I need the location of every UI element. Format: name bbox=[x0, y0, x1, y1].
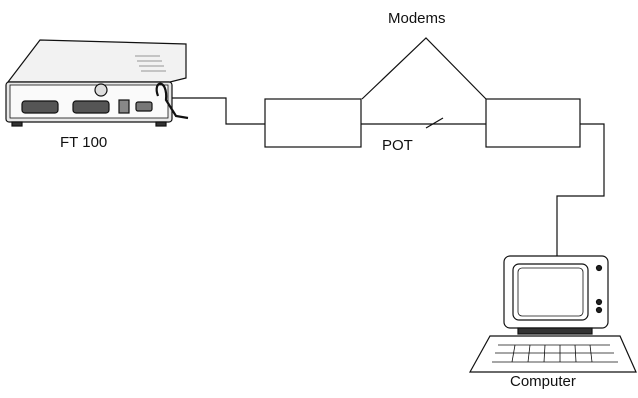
ft100-power-cable bbox=[155, 82, 189, 120]
modems-label: Modems bbox=[388, 10, 446, 27]
monitor-button-3 bbox=[595, 306, 603, 314]
monitor-inner-screen bbox=[517, 267, 584, 317]
computer-label: Computer bbox=[510, 373, 576, 390]
pot-pointer bbox=[425, 117, 444, 129]
ft100-port-right bbox=[72, 100, 110, 114]
modem-bracket bbox=[361, 37, 487, 100]
monitor-base bbox=[517, 327, 593, 335]
ft100-knob bbox=[94, 83, 108, 97]
pot-label: POT bbox=[382, 137, 413, 154]
ft100-port-left bbox=[21, 100, 59, 114]
keyboard bbox=[468, 335, 637, 373]
computer bbox=[468, 255, 637, 373]
connection-lines bbox=[172, 37, 605, 257]
modem-right bbox=[485, 98, 581, 148]
modem-left bbox=[264, 98, 362, 148]
ft100-port-small-1 bbox=[118, 99, 130, 114]
line-modem2-to-computer bbox=[556, 123, 605, 257]
monitor-button-1 bbox=[595, 264, 603, 272]
ft100-device bbox=[5, 39, 189, 127]
ft100-port-small-2 bbox=[135, 101, 153, 112]
ft100-label: FT 100 bbox=[60, 134, 108, 151]
line-ft100-to-modem1 bbox=[172, 97, 265, 125]
ft100-vent-lines bbox=[135, 55, 166, 72]
keyboard-keys bbox=[492, 344, 618, 363]
monitor-button-2 bbox=[595, 298, 603, 306]
